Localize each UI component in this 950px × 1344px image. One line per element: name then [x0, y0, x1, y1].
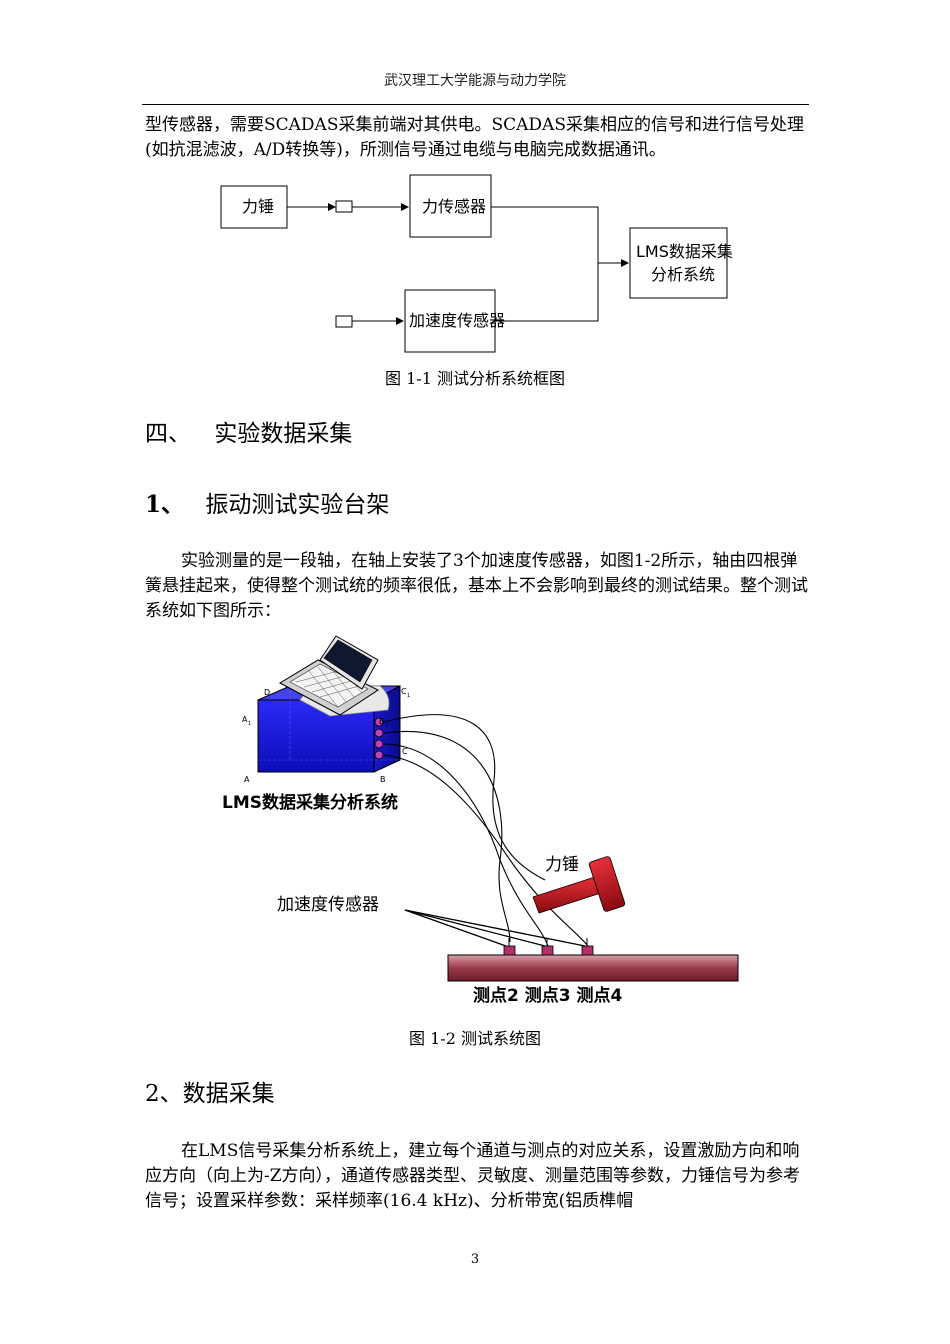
corner-label-c1: C: [401, 687, 407, 696]
subsection-heading-2: 2、数据采集: [145, 1081, 275, 1107]
corner-label-a1: A: [242, 715, 248, 724]
corner-label-c: C: [402, 747, 408, 756]
force-sensor-box: [409, 174, 492, 238]
hammer-box: [220, 185, 288, 229]
measuring-points-label: 测点2 测点3 测点4: [473, 985, 622, 1006]
section-title: 实验数据采集: [214, 421, 353, 447]
corner-label-a1-sub: 1: [248, 721, 251, 727]
shaft: [447, 954, 739, 982]
accel-sensor-box: [404, 289, 496, 353]
lms-box-line2: 分析系统: [651, 265, 715, 284]
corner-label-b1: B: [379, 717, 385, 726]
corner-label-b1-sub: 1: [385, 723, 388, 729]
lms-system-label: LMS数据采集分析系统: [222, 792, 398, 813]
paragraph-data-acquisition: 在LMS信号采集分析系统上，建立每个通道与测点的对应关系，设置激励方向和响应方向…: [145, 1141, 801, 1211]
intro-paragraph: 型传感器，需要SCADAS采集前端对其供电。SCADAS采集相应的信号和进行信号…: [145, 115, 804, 160]
subsection-title: 振动测试实验台架: [205, 492, 390, 518]
header-rule: [142, 104, 809, 105]
page-number: 3: [470, 1252, 480, 1267]
cables: [383, 714, 589, 947]
subsection-number: 1、: [145, 491, 185, 518]
section-number: 四、: [145, 421, 191, 447]
page-header: 武汉理工大学能源与动力学院: [384, 73, 566, 89]
laptop-icon: [278, 635, 379, 716]
block-diagram: 力锤 力传感器 加速度传感器 LMS数据采集 分析系统: [220, 174, 733, 353]
paragraph-test-rig: 实验测量的是一段轴，在轴上安装了3个加速度传感器，如图1-2所示，轴由四根弹簧悬…: [145, 551, 808, 621]
force-sensor-label: 力传感器: [422, 197, 486, 216]
hammer-label: 力锤: [545, 855, 579, 875]
lms-box-line1: LMS数据采集: [636, 242, 733, 261]
figure-caption-1: 图 1-1 测试分析系统框图: [385, 369, 565, 388]
force-hammer-icon: [532, 856, 626, 914]
sensor-leader-lines: [404, 909, 586, 947]
section-heading-4: 四、 实验数据采集: [145, 414, 352, 448]
figure-caption-2: 图 1-2 测试系统图: [409, 1029, 541, 1048]
corner-label-a: A: [244, 775, 250, 784]
corner-label-c1-sub: 1: [407, 693, 410, 699]
accelerometers: [503, 938, 594, 956]
corner-label-b: B: [380, 775, 386, 784]
corner-label-d: D: [264, 688, 270, 697]
subsection-heading-1: 1、 振动测试实验台架: [145, 485, 389, 519]
accel-sensor-callout: 加速度传感器: [277, 895, 379, 915]
test-system-figure: D C 1 A 1 B 1 C A B 力锤 加速度传感器 LMS数据采集分析系…: [222, 635, 739, 1006]
hammer-box-label: 力锤: [242, 197, 274, 216]
accel-sensor-label: 加速度传感器: [409, 311, 505, 330]
lms-box: [629, 227, 728, 299]
